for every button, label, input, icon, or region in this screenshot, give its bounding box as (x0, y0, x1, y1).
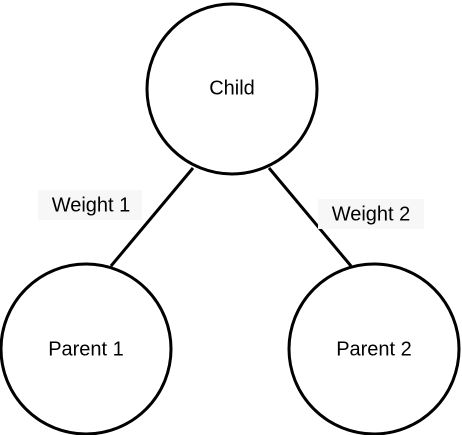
edge-label-weight1-text: Weight 1 (52, 194, 131, 216)
node-parent1-circle (0, 262, 173, 435)
node-parent2-label: Parent 2 (336, 338, 412, 360)
edge-label-weight2-bg (318, 199, 424, 229)
edge-child-parent2 (267, 167, 353, 267)
edge-label-weight1: Weight 1 (38, 190, 142, 220)
node-child-label: Child (209, 77, 255, 99)
node-child-circle (145, 2, 319, 176)
edge-label-weight1-bg (38, 190, 142, 220)
node-parent1: Parent 1 (0, 262, 173, 435)
node-parent1-label: Parent 1 (48, 338, 124, 360)
edge-label-weight2-text: Weight 2 (332, 203, 411, 225)
node-parent2-circle (287, 262, 461, 435)
node-child: Child (145, 2, 319, 176)
edge-label-weight2: Weight 2 (318, 199, 424, 229)
edge-child-parent1 (109, 167, 195, 267)
node-parent2: Parent 2 (287, 262, 461, 435)
